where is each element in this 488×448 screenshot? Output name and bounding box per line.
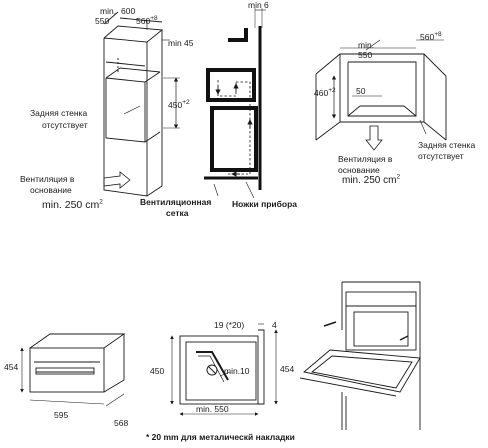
min-45-label: min 45 bbox=[168, 38, 194, 48]
base-vent-area-label: min. 250 cm2 bbox=[42, 198, 103, 211]
min-6-label: min 6 bbox=[248, 0, 269, 10]
front-height-454-label: 454 bbox=[280, 364, 295, 374]
appliance-feet-label: Ножки прибора bbox=[232, 199, 297, 209]
niche-depth-550-label: 550 bbox=[358, 50, 373, 60]
min-550-label: min. bbox=[100, 6, 117, 16]
oven-depth-568-label: 568 bbox=[114, 418, 129, 428]
back-wall-absent-label-1: Задняя стенка bbox=[30, 108, 88, 118]
width-560-label: 560+8 bbox=[136, 15, 158, 26]
vent-grille-label-2: сетка bbox=[166, 208, 189, 218]
niche-50-label: 50 bbox=[356, 86, 366, 96]
niche-width-560-label: 560+8 bbox=[420, 31, 442, 42]
min-10-label: min.10 bbox=[224, 366, 250, 376]
niche-height-460-label: 460+2 bbox=[314, 87, 336, 98]
width-600-label: 600 bbox=[121, 6, 136, 16]
footnote: * 20 mm для металическй накладки bbox=[146, 432, 295, 442]
base-vent-label-1: Вентиляция в bbox=[20, 174, 75, 184]
base-vent-label-2: основание bbox=[30, 185, 72, 195]
niche-min-label: min. bbox=[358, 40, 375, 50]
vent-grille-label-1: Вентиляционная bbox=[140, 197, 212, 207]
depth-550-label: 550 bbox=[95, 16, 110, 26]
height-450-label: 450+2 bbox=[168, 99, 190, 110]
niche-vent-label-2: основание bbox=[338, 165, 380, 175]
niche-back-wall-label-2: отсутствует bbox=[418, 151, 464, 161]
oven-height-454-label: 454 bbox=[4, 362, 19, 372]
gap-19-label: 19 (*20) bbox=[214, 320, 245, 330]
niche-depth-min-550-label: min. 550 bbox=[196, 404, 229, 414]
back-wall-absent-label-2: отсутствует bbox=[42, 120, 88, 130]
under-counter-niche-drawing bbox=[315, 39, 447, 151]
oven-width-595-label: 595 bbox=[54, 410, 69, 420]
niche-vent-label-1: Вентиляция в bbox=[338, 154, 393, 164]
niche-vent-area-label: min. 250 cm2 bbox=[342, 173, 401, 186]
niche-back-wall-label-1: Задняя стенка bbox=[418, 140, 476, 150]
niche-height-450-label: 450 bbox=[150, 366, 165, 376]
niche-section-drawing bbox=[170, 323, 278, 416]
oven-front-drawing bbox=[20, 333, 126, 407]
gap-4-label: 4 bbox=[272, 320, 277, 330]
side-section-drawing bbox=[204, 8, 266, 199]
oven-installed-drawing bbox=[299, 281, 421, 430]
tall-cabinet-drawing bbox=[103, 11, 180, 197]
